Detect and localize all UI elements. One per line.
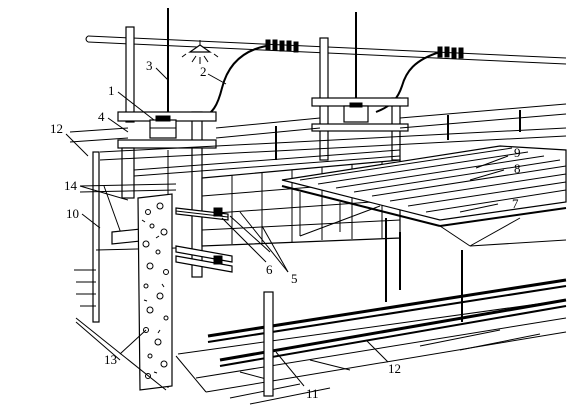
callout-5: 5 [291, 271, 298, 286]
callout-12-top: 12 [50, 121, 63, 136]
callout-11: 11 [306, 386, 319, 401]
lifting-frame-right [311, 37, 409, 161]
walers [175, 207, 271, 273]
callout-2: 2 [200, 64, 207, 79]
hydraulic-hoses [195, 45, 441, 123]
callout-1: 1 [108, 83, 115, 98]
callout-7: 7 [512, 196, 519, 211]
callout-10: 10 [66, 206, 79, 221]
lifting-frame-left [117, 26, 217, 278]
callout-9: 9 [514, 145, 521, 160]
lamp-icon [181, 40, 219, 64]
callout-8: 8 [514, 161, 521, 176]
callout-3: 3 [146, 58, 153, 73]
callout-4: 4 [98, 109, 105, 124]
callout-14: 14 [64, 178, 78, 193]
working-platform [99, 127, 567, 177]
cable-clamp-left [265, 39, 299, 53]
callout-12-bottom: 12 [388, 361, 401, 376]
hanging-scaffold-posts [92, 151, 463, 323]
callout-labels: 1 2 3 4 5 6 7 8 9 10 11 12 12 13 14 [50, 58, 521, 401]
front-post [263, 291, 274, 397]
leader-lines [65, 67, 509, 387]
platform-deck-right [281, 145, 567, 247]
callout-6: 6 [266, 262, 273, 277]
concrete-wall [137, 193, 173, 391]
callout-13: 13 [104, 352, 117, 367]
